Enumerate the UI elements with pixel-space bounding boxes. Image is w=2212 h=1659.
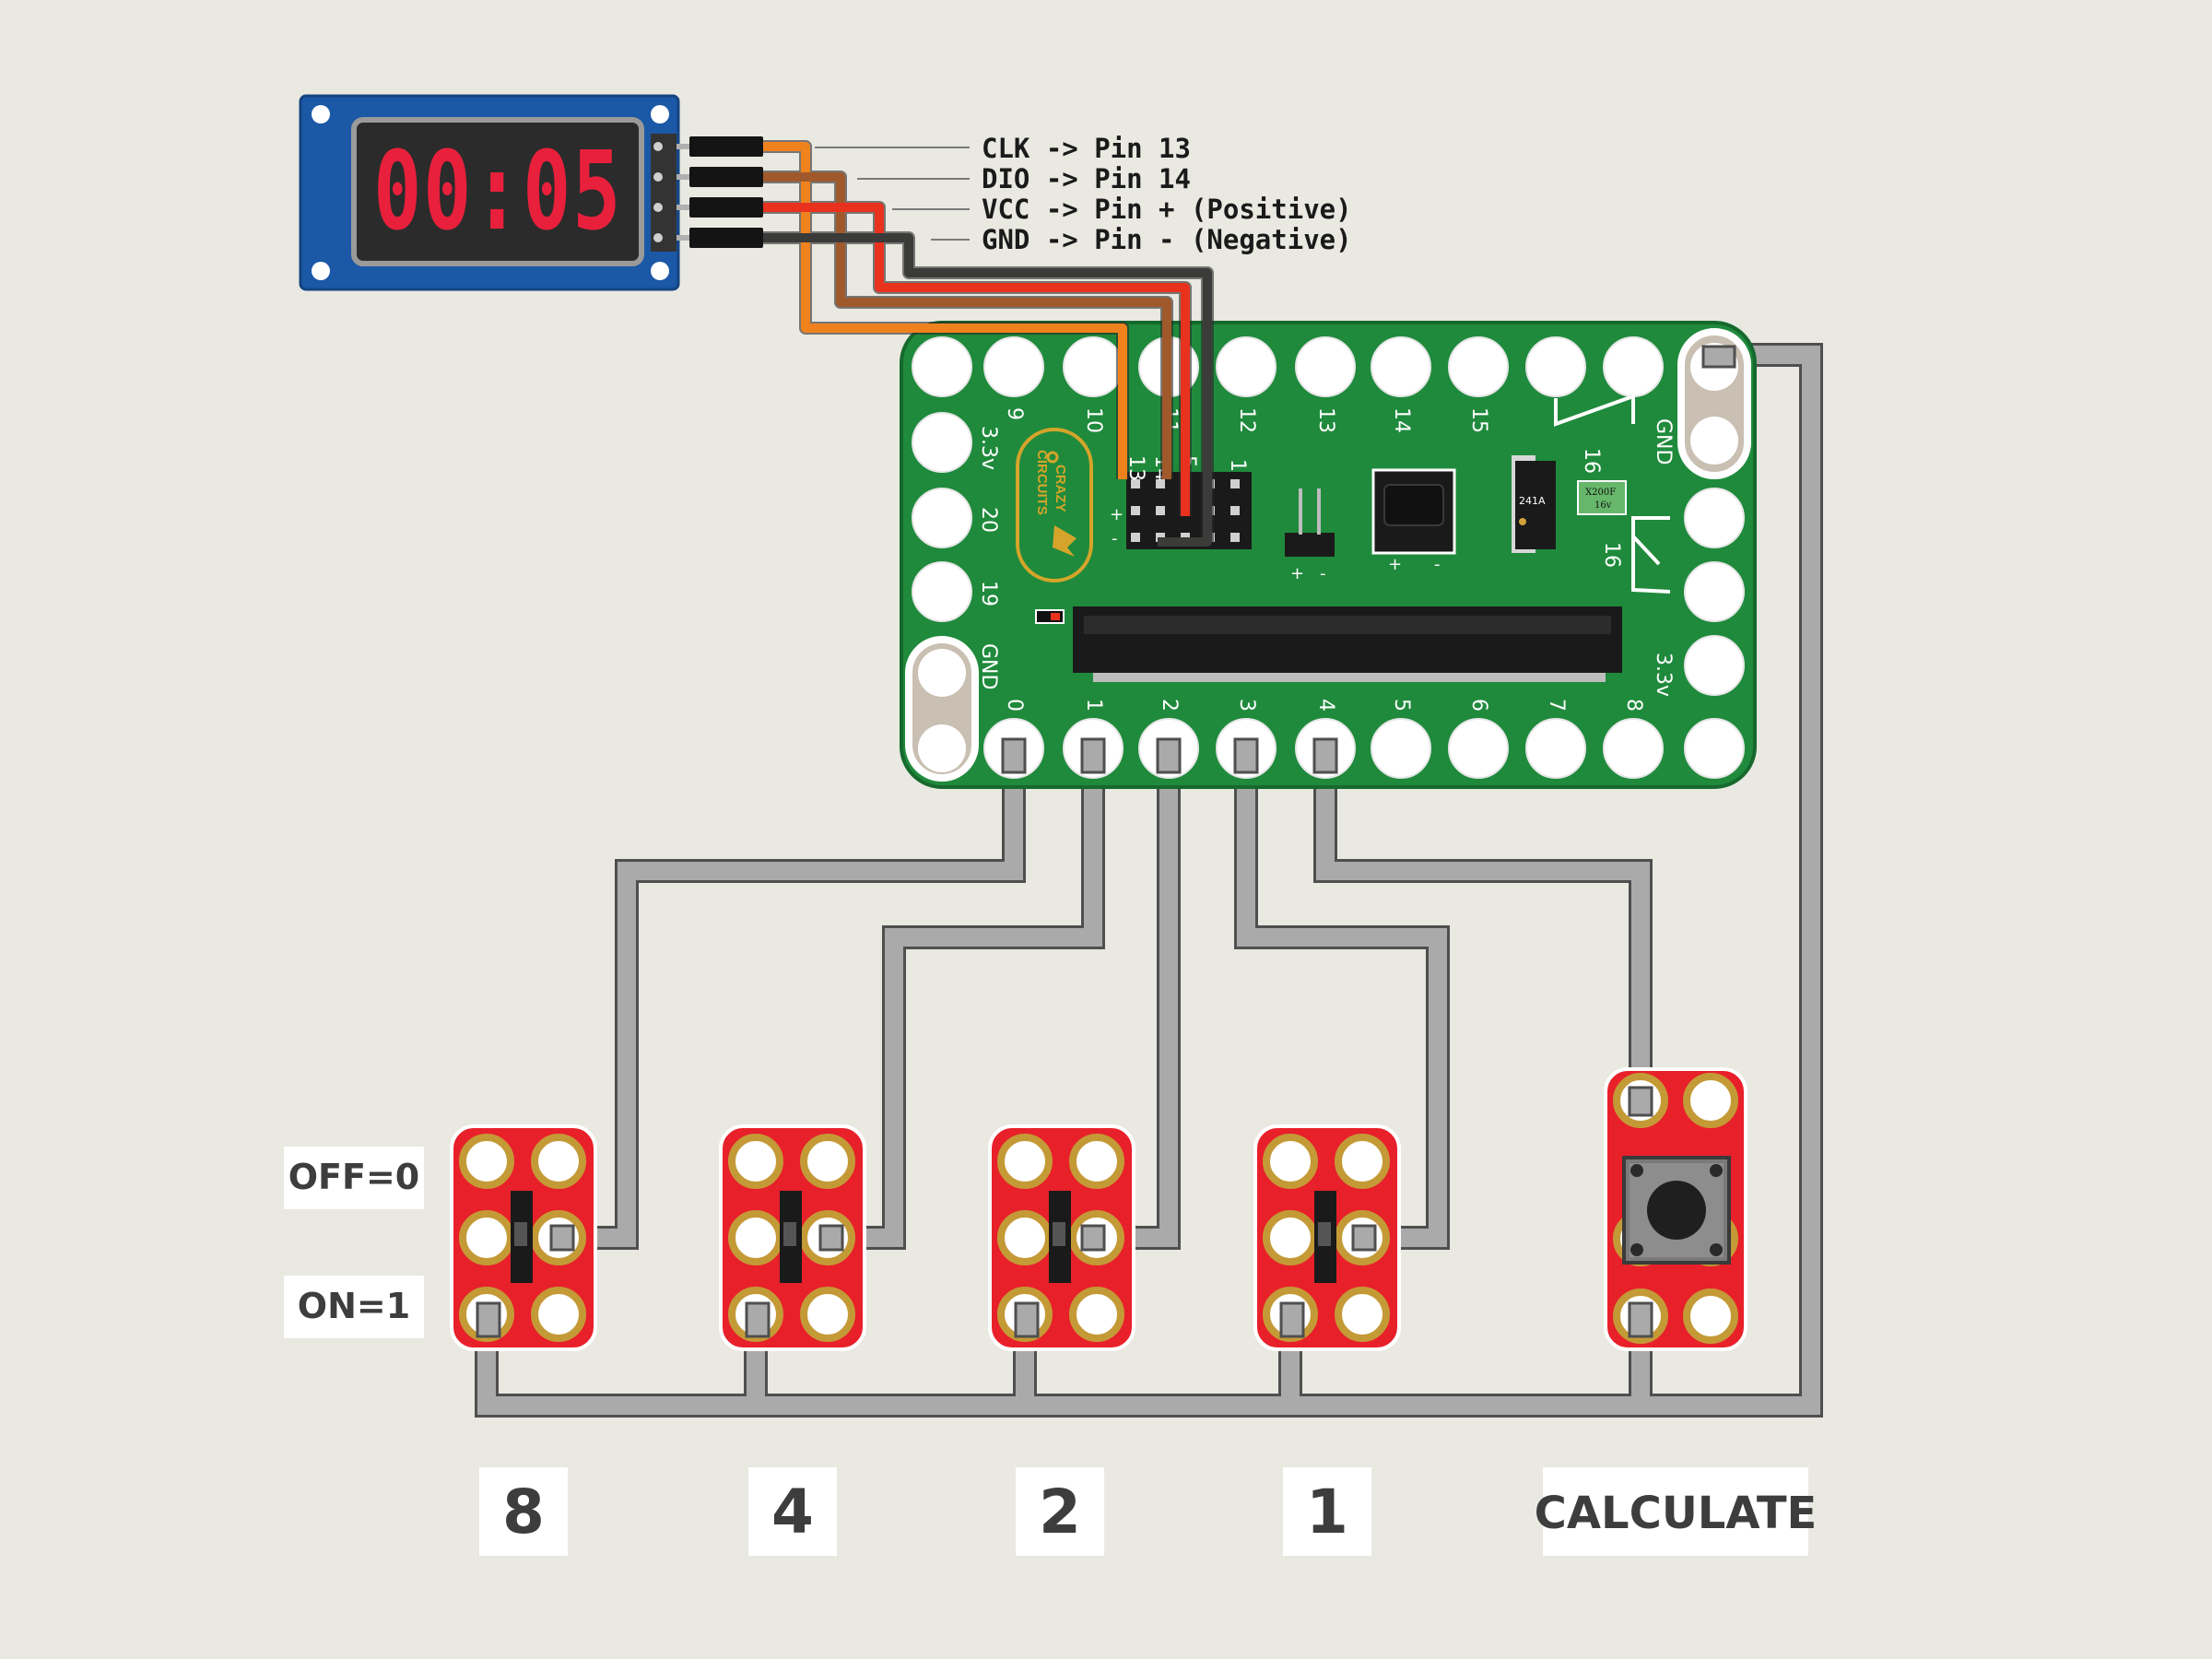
wire-label-clk: CLK -> Pin 13: [982, 133, 1191, 164]
pin-label-3: 3: [1235, 699, 1258, 712]
pin-label-16-right: 16: [1600, 542, 1623, 568]
pin-label-1: 1: [1082, 699, 1105, 712]
bit-label-2: 2: [1039, 1477, 1081, 1547]
wire-label-gnd: GND -> Pin - (Negative): [982, 224, 1352, 255]
crazy-circuits-board: 9 10 11 12 13 14 15 0 1 2 3 4 5 6 7 8 3.…: [900, 321, 1757, 789]
push-button-cap: [1647, 1181, 1706, 1240]
fuse-label-2: 16v: [1594, 500, 1612, 511]
calculate-push-button[interactable]: [1604, 1067, 1747, 1351]
fuse: X200F 16v: [1577, 480, 1627, 515]
header-plus: +: [1110, 505, 1124, 524]
wire-label-dio: DIO -> Pin 14: [982, 163, 1191, 194]
servo-plus: +: [1290, 564, 1304, 583]
pin-label-14: 14: [1390, 407, 1413, 433]
logo-line2: CIRCUITS: [1034, 450, 1050, 515]
switch-state-legend: OFF=0 ON=1: [284, 1147, 424, 1338]
off-label: OFF=0: [288, 1157, 420, 1197]
wire-dio: [763, 172, 1171, 479]
pin-label-20: 20: [977, 507, 1000, 533]
pin-label-9: 9: [1003, 407, 1026, 420]
pin-label-4: 4: [1314, 699, 1337, 712]
pin-label-8: 8: [1622, 699, 1645, 712]
pin-label-2: 2: [1158, 699, 1181, 712]
power-jack: + -: [1371, 468, 1456, 574]
bit-labels: 8 4 2 1 CALCULATE: [479, 1467, 1817, 1556]
jack-minus: -: [1434, 555, 1441, 574]
switch-8[interactable]: [450, 1124, 597, 1351]
trace-pad-contacts: [1001, 345, 1736, 774]
pin-label-7: 7: [1545, 699, 1568, 712]
pin-label-0: 0: [1003, 699, 1026, 712]
bottom-pin-labels: 0 1 2 3 4 5 6 7 8: [1003, 699, 1645, 712]
optocoupler-chip: 241A: [1512, 455, 1556, 553]
pin-label-5: 5: [1390, 699, 1413, 712]
wire-label-vcc: VCC -> Pin + (Positive): [982, 194, 1352, 225]
pin-label-19: 19: [977, 581, 1000, 606]
display-header: [651, 134, 677, 252]
opto-label: 241A: [1519, 495, 1546, 507]
logo-line1: CRAZY: [1053, 465, 1068, 512]
on-label: ON=1: [298, 1286, 410, 1326]
wire-clk: [763, 142, 1127, 479]
switch-1[interactable]: [1253, 1124, 1401, 1351]
pin-label-gnd-right: GND: [1652, 418, 1675, 465]
top-pin-labels: 9 10 11 12 13 14 15: [1003, 407, 1490, 433]
microbit-slot: [1073, 606, 1622, 682]
bit-label-8: 8: [502, 1477, 545, 1547]
seven-segment-display-module: 00:05: [299, 94, 763, 291]
pin-label-15: 15: [1467, 407, 1490, 433]
jack-plus: +: [1388, 555, 1402, 574]
jumper-wires: [763, 140, 1214, 547]
wire-vcc: [763, 203, 1190, 516]
bit-label-1: 1: [1306, 1477, 1348, 1547]
jumper-connectors: [689, 136, 763, 248]
display-digits: 00:05: [373, 127, 622, 254]
header-label-1: 1: [1226, 459, 1249, 472]
wire-gnd: [763, 233, 1212, 547]
header-minus: -: [1112, 529, 1118, 548]
pin-label-6: 6: [1467, 699, 1490, 712]
switch-2[interactable]: [988, 1124, 1135, 1351]
pin-label-gnd-left: GND: [977, 643, 1000, 689]
pin-label-10: 10: [1082, 407, 1105, 433]
relay-symbol: [1554, 394, 1671, 594]
wire-label-leaders: [815, 147, 970, 241]
fuse-label-1: X200F: [1585, 488, 1616, 498]
pin-label-3v3-left: 3.3v: [977, 426, 1000, 470]
servo-minus: -: [1320, 564, 1326, 583]
pin-label-3v3-right: 3.3v: [1652, 653, 1675, 697]
servo-header: + -: [1285, 488, 1335, 583]
pin-label-13: 13: [1314, 407, 1337, 433]
calculate-label: CALCULATE: [1535, 1488, 1818, 1539]
relay-label-16: 16: [1580, 448, 1603, 474]
switch-4[interactable]: [719, 1124, 866, 1351]
pin-label-12: 12: [1235, 407, 1258, 433]
bit-label-4: 4: [771, 1477, 814, 1547]
crazy-circuits-logo: CRAZY CIRCUITS: [1016, 428, 1093, 582]
